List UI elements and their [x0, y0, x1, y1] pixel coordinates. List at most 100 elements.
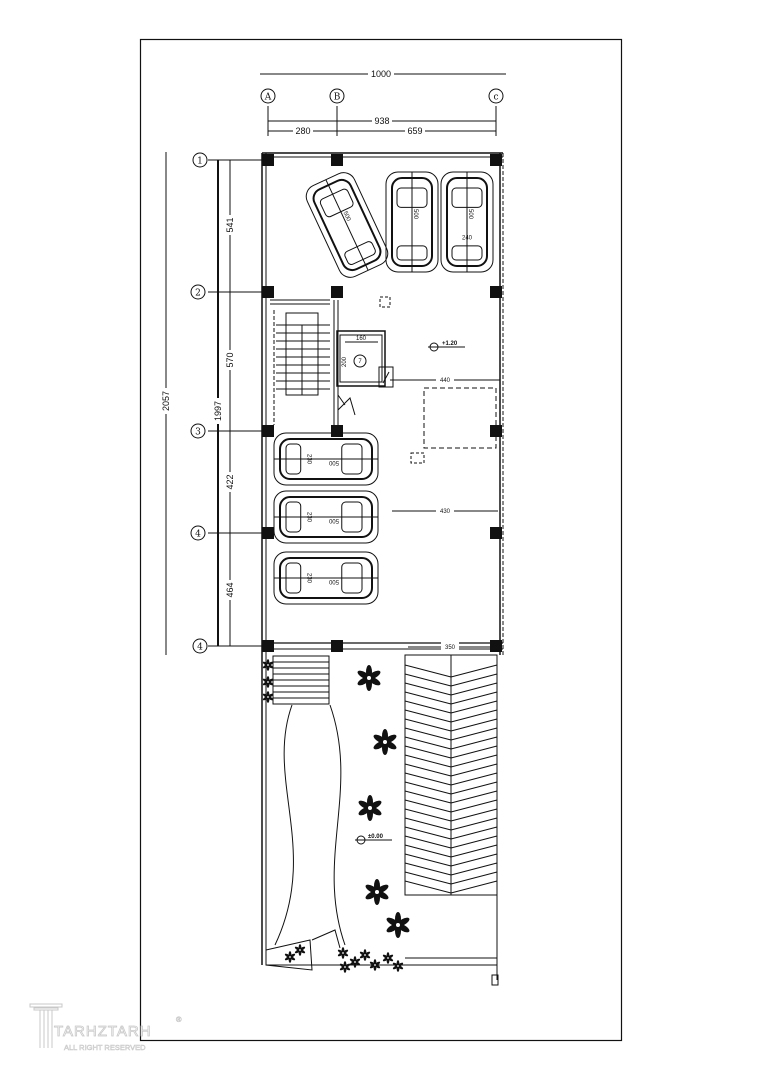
grid-bubble-4: 4: [190, 525, 206, 541]
ramp-stripe: [450, 808, 498, 822]
plant-leaf: [267, 681, 274, 686]
plant-icon: [358, 795, 382, 821]
car-axis: [325, 179, 369, 271]
ramp-stripe: [450, 790, 498, 804]
plant-center: [368, 806, 372, 810]
plant-center: [344, 966, 346, 968]
plant-leaf: [262, 693, 269, 698]
plant-leaf: [284, 953, 291, 958]
ramp-stripe: [404, 808, 452, 822]
driveway-ramp: [404, 654, 498, 896]
column: [331, 640, 343, 652]
grid-bubble-2: 2: [190, 284, 206, 300]
column: [331, 154, 343, 166]
ramp-stripe: [450, 673, 498, 687]
column: [262, 640, 274, 652]
plant-icon: [337, 947, 349, 959]
plant-leaf: [299, 949, 306, 954]
plant-icon: [294, 944, 306, 956]
parking-space: 500 230: [273, 551, 379, 605]
plant-center: [367, 676, 371, 680]
plant-icon: [262, 676, 274, 688]
ramp-stripe: [450, 880, 498, 894]
plant-leaf: [397, 965, 404, 970]
plant-leaf: [262, 678, 269, 683]
drawing-frame: [139, 38, 623, 1042]
ramp-stripe: [404, 727, 452, 741]
car-length-label: 500: [328, 578, 339, 584]
ramp-stripe: [404, 781, 452, 795]
plant-icon: [392, 960, 404, 972]
plant-icon: [382, 952, 394, 964]
plant-center: [342, 952, 344, 954]
ramp-stripe: [404, 772, 452, 786]
grid-bubble-c: c: [488, 88, 504, 104]
plant-icon: [357, 665, 381, 691]
stair-entrance: [272, 655, 330, 705]
ramp-stripe: [450, 844, 498, 858]
ramp-stripe: [450, 754, 498, 768]
level-ground: ±0.00: [368, 834, 384, 840]
plant-icon: [349, 956, 361, 968]
plant-center: [354, 961, 356, 963]
plant-leaf: [392, 962, 399, 967]
watermark-logo: [29, 1003, 63, 1048]
parking-space: 500: [385, 171, 439, 273]
plant-icon: [386, 912, 410, 938]
watermark-brand: TARHZTARH: [54, 1023, 152, 1040]
plant-icon: [284, 951, 296, 963]
dim-axis-length: 1997: [213, 401, 223, 421]
svg-text:B: B: [334, 93, 341, 103]
ramp-stripe: [450, 709, 498, 723]
plant-icon: [262, 691, 274, 703]
shaft-marker-upper: [379, 296, 391, 308]
grid-bubble-3: 3: [190, 423, 206, 439]
plant-leaf: [342, 952, 349, 957]
elevator-symbol: 7: [358, 359, 362, 365]
ramp-stripe: [404, 745, 452, 759]
plant-leaf: [354, 961, 361, 966]
plant-icon: [369, 959, 381, 971]
plant-leaf: [359, 951, 366, 956]
ramp-stripe: [450, 817, 498, 831]
car-width-label: 230: [306, 573, 312, 584]
column: [490, 154, 502, 166]
dim-bay-34: 422: [225, 474, 235, 489]
ramp-stripe: [450, 853, 498, 867]
door-swing: [337, 394, 356, 416]
ramp-stripe: [404, 691, 452, 705]
car-width-label: 240: [462, 236, 473, 242]
plant-icon: [262, 659, 274, 671]
ramp-stripe: [450, 691, 498, 705]
plant-icon: [339, 961, 351, 973]
ramp-stripe: [450, 664, 498, 678]
ramp-stripe: [404, 763, 452, 777]
plant-center: [383, 740, 387, 744]
dim-bay-12: 541: [225, 217, 235, 232]
car-length-label: 500: [342, 211, 352, 223]
column: [490, 527, 502, 539]
plant-leaf: [364, 954, 371, 959]
ramp-stripe: [450, 772, 498, 786]
column: [490, 286, 502, 298]
ramp-stripe: [450, 871, 498, 885]
svg-text:c: c: [493, 93, 498, 103]
ramp-stripe: [450, 718, 498, 732]
plant-center: [267, 696, 269, 698]
ramp-stripe: [450, 736, 498, 750]
svg-text:4: 4: [195, 530, 201, 540]
column: [262, 527, 274, 539]
car-length-label: 500: [328, 517, 339, 523]
plant-center: [397, 965, 399, 967]
plant-center: [364, 954, 366, 956]
plant-leaf: [358, 800, 372, 810]
plant-center: [374, 964, 376, 966]
ramp-stripe: [404, 709, 452, 723]
dim-overall-length: 2057: [161, 391, 171, 411]
plant-leaf: [267, 696, 274, 701]
column: [331, 286, 343, 298]
ramp-stripe: [404, 673, 452, 687]
